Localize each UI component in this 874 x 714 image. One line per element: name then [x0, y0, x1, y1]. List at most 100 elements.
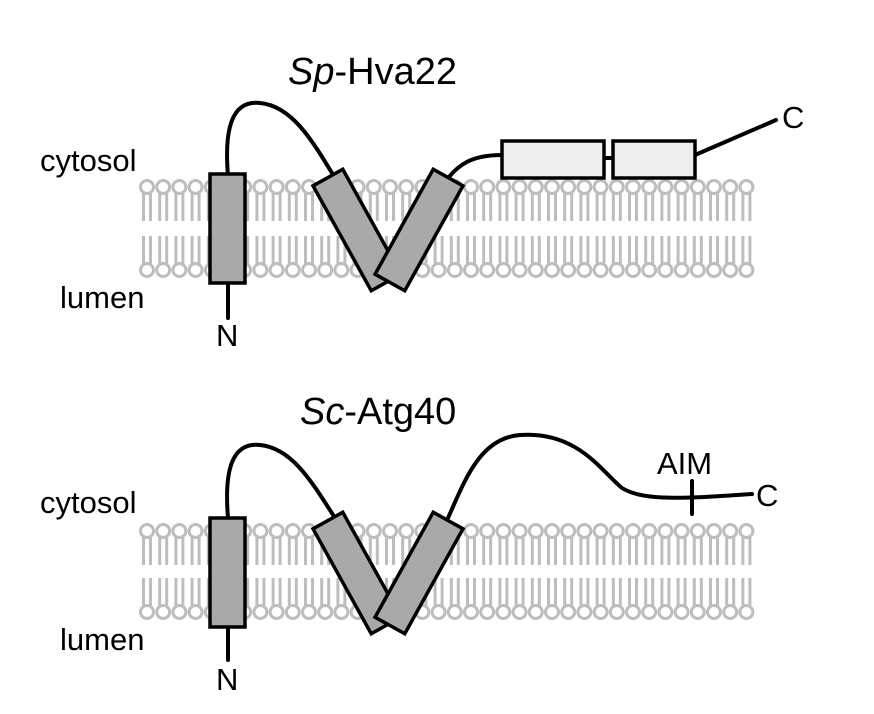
lipid-tail — [547, 578, 557, 606]
lipid-tail — [190, 193, 201, 221]
lipid-head — [592, 604, 609, 620]
lipid-tail — [514, 236, 525, 264]
lipid-tail — [741, 193, 752, 221]
n-terminus-label: N — [216, 662, 238, 697]
lipid-tail — [628, 578, 638, 606]
lipid-head — [625, 179, 641, 195]
lipid-tail — [709, 578, 719, 606]
lipid-head — [673, 604, 690, 620]
lipid-tail — [547, 537, 557, 565]
lipid-head — [446, 604, 463, 620]
lipid-head — [544, 523, 560, 539]
lipid-tail — [449, 236, 460, 264]
lipid-head — [641, 604, 658, 620]
lipid-tail — [271, 537, 282, 565]
lipid-head — [284, 179, 301, 195]
title-protein: -Hva22 — [334, 51, 457, 93]
lipid-head — [657, 523, 674, 539]
lipid-tail — [190, 537, 201, 565]
lipid-tail — [368, 193, 379, 221]
amphipathic-helix-1 — [500, 139, 606, 180]
lipid-head — [576, 523, 593, 539]
lipid-tail — [466, 537, 476, 565]
lipid-head — [284, 604, 301, 620]
lipid-tail — [174, 193, 185, 221]
lipid-tail — [142, 236, 152, 264]
panel-sp-hva22: Sp-Hva22 cytosol lumen N C — [40, 51, 804, 353]
hairpin-helix-right — [372, 166, 466, 294]
lipid-head — [673, 179, 690, 195]
amphipathic-helix-2 — [611, 139, 697, 180]
lipid-tail — [692, 578, 703, 606]
lipid-head — [592, 262, 609, 278]
lipid-head — [527, 604, 544, 620]
lipid-head — [560, 604, 577, 620]
lipid-head — [155, 262, 172, 278]
lipid-tail — [255, 236, 266, 264]
lipid-tail — [498, 578, 509, 606]
lipid-tail — [271, 236, 282, 264]
lumen-label: lumen — [60, 622, 144, 657]
lipid-tail — [725, 193, 736, 221]
title-species: Sc — [300, 391, 344, 433]
lipid-tail — [385, 537, 395, 565]
lipid-head — [527, 523, 544, 539]
lipid-tail — [158, 578, 169, 606]
lipid-tail — [271, 578, 282, 606]
lipid-head — [576, 179, 593, 195]
lipid-tail — [304, 578, 314, 606]
lipid-head — [252, 262, 269, 278]
lipid-tail — [628, 193, 638, 221]
lipid-head — [608, 523, 625, 539]
lipid-head — [365, 523, 382, 539]
lipid-head — [592, 179, 609, 195]
lipid-head — [608, 179, 625, 195]
lipid-head — [398, 179, 415, 195]
lipid-head — [171, 604, 188, 620]
lipid-tail — [660, 236, 671, 264]
lipid-head — [187, 179, 204, 195]
lipid-head — [171, 523, 188, 539]
lipid-head — [511, 262, 528, 278]
lipid-head — [641, 523, 658, 539]
transmembrane-helix — [208, 516, 247, 629]
lipid-head — [398, 523, 415, 539]
lipid-tail — [644, 193, 655, 221]
lipid-head — [446, 262, 463, 278]
lipid-head — [463, 523, 479, 539]
cytosol-label: cytosol — [40, 143, 136, 178]
lipid-tail — [709, 193, 719, 221]
lipid-head — [738, 523, 755, 539]
lipid-head — [479, 262, 496, 278]
lipid-tail — [158, 193, 169, 221]
lipid-tail — [498, 236, 509, 264]
lipid-head — [268, 262, 285, 278]
lipid-tail — [644, 537, 655, 565]
lipid-head — [511, 179, 528, 195]
lipid-head — [722, 262, 739, 278]
panel-title: Sp-Hva22 — [288, 51, 457, 93]
lipid-tail — [304, 193, 314, 221]
lipid-head — [657, 604, 674, 620]
lipid-head — [657, 262, 674, 278]
lipid-head — [544, 604, 560, 620]
panel-sc-atg40: Sc-Atg40 cytosol lumen AIM N C — [40, 391, 778, 697]
lipid-tail — [142, 578, 152, 606]
lipid-tail — [644, 236, 655, 264]
hairpin-helix-left — [310, 509, 404, 637]
lipid-head — [268, 523, 285, 539]
lipid-tail — [482, 537, 493, 565]
lipid-tail — [563, 537, 574, 565]
lipid-tail — [466, 578, 476, 606]
lipid-tail — [466, 193, 476, 221]
lipid-head — [252, 179, 269, 195]
lipid-head — [689, 604, 706, 620]
lipid-head — [333, 262, 350, 278]
lipid-tail — [563, 193, 574, 221]
lipid-tail — [741, 537, 752, 565]
lipid-head — [268, 604, 285, 620]
lipid-tail — [271, 193, 282, 221]
lipid-head — [689, 262, 706, 278]
lipid-head — [738, 262, 755, 278]
lipid-tail — [611, 537, 622, 565]
